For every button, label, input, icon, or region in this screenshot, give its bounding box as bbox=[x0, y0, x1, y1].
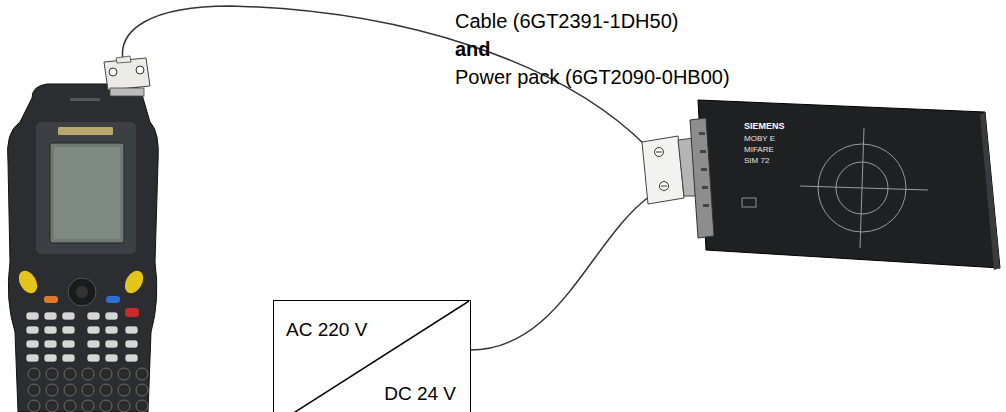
model-label: SIM 72 bbox=[744, 156, 769, 165]
part-label: Power pack (6GT2090-0HB00) bbox=[455, 66, 730, 89]
part-label: Cable (6GT2391-1DH50) bbox=[455, 10, 678, 33]
diagonal-line bbox=[274, 301, 469, 412]
voltage-label: AC 220 V bbox=[286, 319, 367, 341]
power-wire bbox=[470, 196, 650, 350]
model-label: MOBY E bbox=[744, 134, 775, 143]
reader-device bbox=[690, 100, 1000, 270]
brand-label: SIEMENS bbox=[744, 121, 785, 131]
handheld-terminal bbox=[8, 56, 159, 412]
sub-d-connector bbox=[642, 136, 698, 204]
conjunction-label: and bbox=[455, 38, 491, 61]
voltage-label: DC 24 V bbox=[384, 383, 456, 405]
power-supply-box: AC 220 V DC 24 V bbox=[273, 300, 471, 412]
model-label: MIFARE bbox=[744, 145, 774, 154]
